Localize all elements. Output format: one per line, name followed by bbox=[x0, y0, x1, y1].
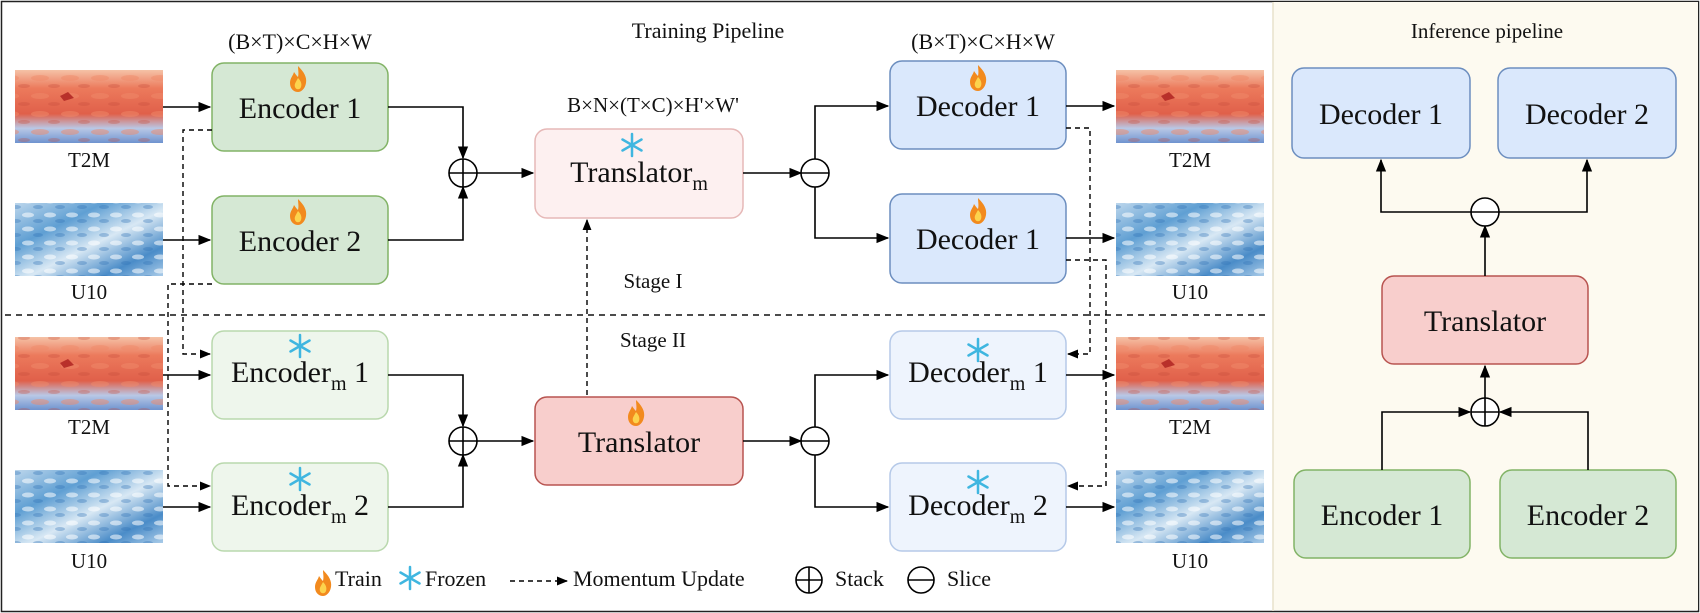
input-map-t2m-stage2 bbox=[15, 337, 163, 410]
snowflake-icon bbox=[967, 469, 989, 495]
decoder-output-dims: (B×T)×C×H×W bbox=[911, 29, 1055, 54]
arrow-slice-to-decoder-m2 bbox=[814, 455, 890, 513]
encoder-1-label: Encoder 1 bbox=[239, 92, 361, 125]
t2m-label-stage2: T2M bbox=[68, 415, 110, 439]
u10-out-label-stage1: U10 bbox=[1172, 280, 1208, 304]
t2m-out-label-stage1: T2M bbox=[1169, 148, 1211, 172]
encoder-input-dims: (B×T)×C×H×W bbox=[228, 29, 372, 54]
input-map-t2m-stage1 bbox=[15, 70, 163, 143]
translator-m-label: Translatorm bbox=[570, 156, 708, 195]
training-pipeline-title: Training Pipeline bbox=[632, 18, 785, 43]
encoder-m1-label: Encoderm 1 bbox=[231, 356, 369, 395]
fire-icon bbox=[970, 65, 987, 91]
inference-decoder-2-box bbox=[1497, 67, 1677, 159]
slice-operator bbox=[800, 158, 830, 188]
stack-operator bbox=[448, 158, 478, 188]
legend-slice-label: Slice bbox=[947, 566, 991, 591]
encoder-m2-label: Encoderm 2 bbox=[231, 489, 369, 528]
fire-icon bbox=[970, 198, 987, 224]
stage-2-label: Stage II bbox=[620, 328, 686, 352]
output-map-u10-stage1 bbox=[1116, 203, 1264, 276]
fire-icon bbox=[315, 570, 332, 596]
fire-icon bbox=[628, 400, 645, 426]
arrow-inf-encoder-2-to-stack bbox=[1498, 406, 1589, 470]
inference-decoder-2-label: Decoder 2 bbox=[1525, 98, 1649, 131]
u10-label-stage1: U10 bbox=[71, 280, 107, 304]
arrow-inf-slice-to-decoder-2 bbox=[1499, 158, 1593, 213]
arrow-slice-to-decoder-m1 bbox=[814, 369, 890, 427]
input-map-u10-stage1 bbox=[15, 203, 163, 276]
snowflake-icon bbox=[967, 337, 989, 363]
inference-translator-label: Translator bbox=[1424, 305, 1546, 338]
t2m-out-label-stage2: T2M bbox=[1169, 415, 1211, 439]
stage-1-label: Stage I bbox=[624, 269, 683, 293]
arrow-inf-slice-to-decoder-1 bbox=[1375, 158, 1471, 213]
u10-out-label-stage2: U10 bbox=[1172, 549, 1208, 573]
encoder-2-label: Encoder 2 bbox=[239, 225, 361, 258]
arrow-encoder-2-to-stack bbox=[388, 185, 469, 241]
inference-pipeline-title: Inference pipeline bbox=[1411, 19, 1563, 43]
decoder-1-top-label: Decoder 1 bbox=[916, 90, 1040, 123]
arrow-encoder-m1-to-stack bbox=[388, 374, 469, 428]
output-map-t2m-stage1 bbox=[1116, 70, 1264, 143]
snowflake-icon bbox=[289, 466, 311, 492]
arrow-slice-to-decoder-top bbox=[814, 100, 890, 159]
fire-icon bbox=[290, 199, 307, 225]
legend-train-label: Train bbox=[335, 566, 382, 591]
arrow-encoder-1-to-stack bbox=[388, 106, 469, 160]
decoder-m1-label: Decoderm 1 bbox=[908, 356, 1048, 395]
u10-label-stage2: U10 bbox=[71, 549, 107, 573]
decoder-m2-label: Decoderm 2 bbox=[908, 489, 1048, 528]
translator-label: Translator bbox=[578, 426, 700, 459]
t2m-label-stage1: T2M bbox=[68, 148, 110, 172]
snowflake-icon bbox=[289, 333, 311, 359]
arrow-slice-to-decoder-bottom bbox=[814, 187, 890, 244]
inference-decoder-1-label: Decoder 1 bbox=[1319, 98, 1443, 131]
legend-frozen-label: Frozen bbox=[425, 566, 486, 591]
legend-stack-label: Stack bbox=[835, 566, 884, 591]
stack-operator bbox=[448, 426, 478, 456]
dashed-encoder-1-to-encoder-m1 bbox=[182, 129, 212, 359]
stack-operator bbox=[795, 566, 823, 594]
dashed-encoder-2-to-encoder-m2 bbox=[167, 283, 212, 491]
snowflake-icon bbox=[621, 132, 643, 158]
fire-icon bbox=[290, 66, 307, 92]
arrow-encoder-m2-to-stack bbox=[388, 453, 469, 508]
slice-operator bbox=[800, 426, 830, 456]
dashed-decoder-top-to-decoder-m1 bbox=[1066, 127, 1091, 359]
output-map-t2m-stage2 bbox=[1116, 337, 1264, 410]
legend: Train Frozen Momentum Update Stack Slice bbox=[315, 565, 991, 596]
decoder-1-top-box bbox=[889, 60, 1067, 150]
snowflake-icon bbox=[399, 565, 421, 591]
legend-momentum-label: Momentum Update bbox=[573, 566, 745, 591]
slice-operator bbox=[907, 566, 935, 594]
inference-encoder-1-label: Encoder 1 bbox=[1321, 499, 1443, 532]
stack-operator bbox=[1470, 397, 1500, 427]
inference-decoder-1-box bbox=[1291, 67, 1471, 159]
inference-encoder-2-label: Encoder 2 bbox=[1527, 499, 1649, 532]
slice-operator bbox=[1470, 197, 1500, 227]
input-map-u10-stage2 bbox=[15, 470, 163, 543]
latent-dims: B×N×(T×C)×H'×W' bbox=[567, 93, 739, 117]
decoder-1-bottom-label: Decoder 1 bbox=[916, 223, 1040, 256]
output-map-u10-stage2 bbox=[1116, 470, 1264, 543]
arrow-inf-encoder-1-to-stack bbox=[1381, 406, 1472, 470]
dashed-decoder-bottom-to-decoder-m2 bbox=[1066, 259, 1107, 491]
